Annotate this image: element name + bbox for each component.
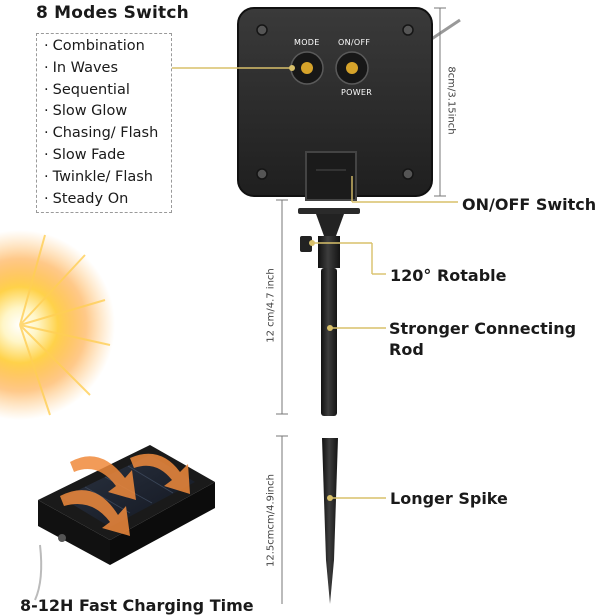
onoff-switch-label: ON/OFF Switch (462, 195, 597, 214)
spike-label: Longer Spike (390, 489, 508, 508)
controller-height-dim: 8cm/3.15inch (445, 66, 457, 135)
stake-mount (298, 208, 360, 416)
dimension-lines (276, 7, 446, 604)
mode-button[interactable] (290, 51, 324, 85)
rotatable-label: 120° Rotable (390, 266, 507, 285)
list-item: Combination (44, 36, 171, 58)
list-item: Steady On (44, 189, 171, 211)
rod-label-line2: Rod (389, 340, 424, 359)
list-item: Twinkle/ Flash (44, 167, 171, 189)
onoff-label: ON/OFF (338, 38, 371, 47)
callout-lines (172, 67, 458, 499)
list-item: Slow Glow (44, 101, 171, 123)
controller-box (237, 7, 461, 201)
list-item: Chasing/ Flash (44, 123, 171, 145)
list-item: In Waves (44, 58, 171, 80)
rod-length-dim: 12 cm/4.7 inch (265, 268, 277, 343)
onoff-button[interactable] (335, 51, 369, 85)
list-item: Sequential (44, 80, 171, 102)
rod-label-line1: Stronger Connecting (389, 319, 577, 338)
modes-list: Combination In Waves Sequential Slow Glo… (36, 33, 172, 213)
charging-caption: 8-12H Fast Charging Time (20, 596, 254, 615)
spike (322, 438, 338, 604)
arrow-icon (60, 453, 190, 536)
modes-heading: 8 Modes Switch (36, 3, 189, 23)
spike-length-dim: 12.5cmcm/4.9inch (265, 474, 277, 567)
sun-glow-icon (0, 230, 115, 420)
mode-label: MODE (294, 38, 320, 47)
list-item: Slow Fade (44, 145, 171, 167)
power-label: POWER (341, 88, 373, 97)
